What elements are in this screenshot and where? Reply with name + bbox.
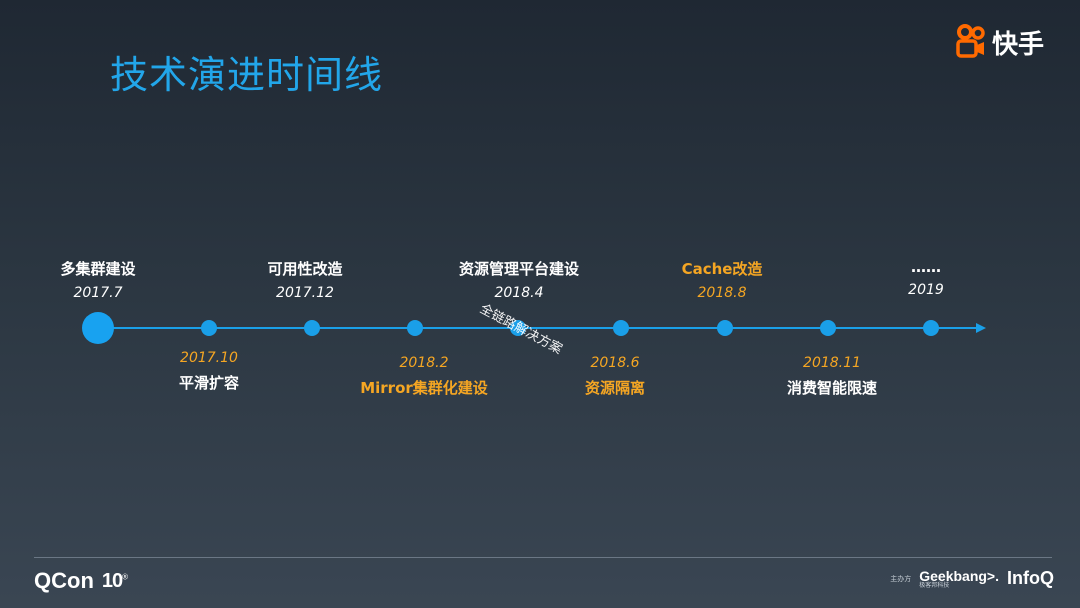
event-bottom: 2018.6 资源隔离 [585,355,645,398]
event-bottom: 2018.2 Mirror集群化建设 [360,355,488,398]
event-date: 2017.10 [180,350,238,366]
timeline-node [201,320,217,336]
brand-name: 快手 [992,29,1045,60]
brand-logo-block: 快手 [956,22,1044,62]
timeline-node [923,320,939,336]
event-date: 2018.6 [590,355,640,371]
event-date: 2018.4 [494,285,544,301]
footer-divider [34,557,1052,558]
event-top: 可用性改造 2017.12 [267,258,342,301]
organizer-sub: 极客邦科技 [919,581,950,589]
edition-number: 10 [101,569,123,592]
timeline-arrow-icon [976,323,986,333]
event-date: 2019 [908,282,944,298]
event-name: Mirror集群化建设 [360,379,488,397]
timeline-axis [98,327,978,329]
timeline-node [510,320,526,336]
timeline-node [304,320,320,336]
organizer-name: Geekbang>. [919,567,999,584]
registered-icon: ® [122,571,128,581]
timeline-node [717,320,733,336]
conference-edition: 10® [101,569,128,593]
qcon-logo: QCon 10® [34,568,128,594]
event-name: 资源隔离 [584,379,646,397]
timeline-node [820,320,836,336]
event-top: …… 2019 [908,258,944,298]
conference-name: QCon [34,568,94,593]
event-name: …… [910,258,941,276]
slide-title: 技术演进时间线 [110,53,384,97]
event-name: 资源管理平台建设 [458,260,580,278]
event-name: 多集群建设 [60,260,136,278]
event-date: 2018.8 [697,285,747,301]
event-name: 平滑扩容 [178,374,240,392]
event-top: 多集群建设 2017.7 [60,258,135,301]
timeline-node-start [82,312,114,344]
event-bottom: 2017.10 平滑扩容 [179,350,239,393]
event-name: 可用性改造 [267,260,343,278]
timeline-node [407,320,423,336]
footer-sponsors: 主办方 Geekbang>. 极客邦科技 InfoQ [890,568,1054,589]
kuaishou-camera-icon [956,24,985,58]
event-date: 2017.7 [73,285,123,301]
geekbang-logo: Geekbang>. 极客邦科技 [919,569,999,589]
event-date: 2018.11 [803,355,861,371]
event-date: 2018.2 [399,355,449,371]
event-date: 2017.12 [276,285,334,301]
event-name: 消费智能限速 [786,379,878,397]
event-bottom: 2018.11 消费智能限速 [787,355,877,398]
timeline-node [613,320,629,336]
event-name: Cache改造 [681,260,763,278]
event-top: Cache改造 2018.8 [682,258,763,301]
event-top: 资源管理平台建设 2018.4 [459,258,579,301]
infoq-logo: InfoQ [1007,568,1054,588]
host-label: 主办方 [890,574,912,583]
